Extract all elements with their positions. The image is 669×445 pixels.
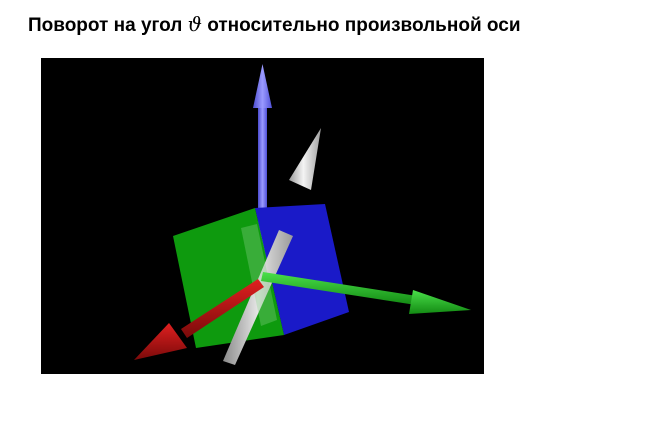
rotation-axis-head [289, 128, 321, 190]
rotation-axis-arrow [223, 128, 321, 365]
z-axis-shaft [258, 108, 267, 278]
y-axis-arrow [134, 279, 264, 360]
title-text-after: относительно произвольной оси [201, 15, 521, 36]
rotation-scene [134, 64, 471, 365]
z-axis-arrow [253, 64, 272, 278]
y-axis-shaft [181, 279, 264, 338]
slide-title: Поворот на угол ϑ относительно произволь… [28, 12, 521, 37]
z-axis-head [253, 64, 272, 108]
theta-symbol: ϑ [187, 12, 202, 36]
x-axis-shaft [261, 272, 417, 305]
cube-edge-highlight [241, 224, 277, 326]
x-axis-arrow [261, 272, 471, 314]
rotation-axis-shaft [223, 230, 293, 365]
x-axis-head [409, 290, 471, 314]
title-text-before: Поворот на угол [28, 15, 188, 36]
3d-viewport [41, 58, 484, 374]
y-axis-head [134, 323, 187, 360]
